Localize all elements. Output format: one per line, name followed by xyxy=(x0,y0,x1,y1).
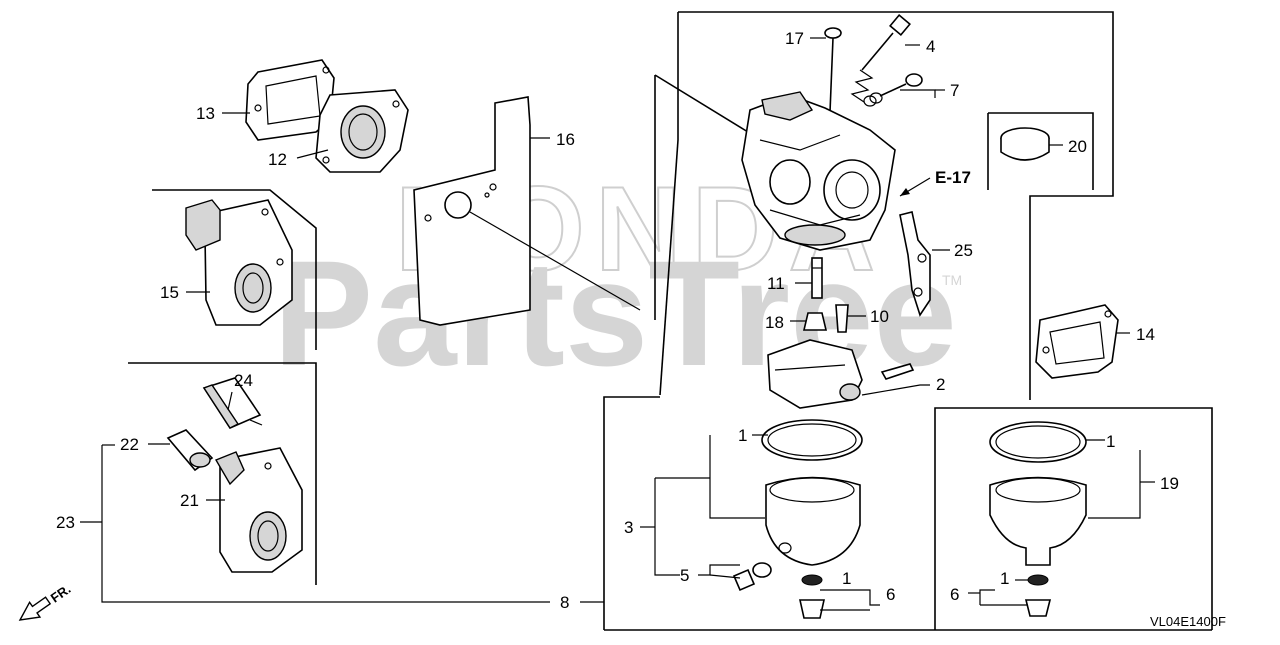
part-7-screw xyxy=(863,73,923,107)
carburetor-body xyxy=(741,91,896,251)
callout-18: 18 xyxy=(765,313,784,332)
callout-labels: 13 12 16 15 24 22 21 23 8 17 4 7 E-17 20… xyxy=(56,29,1179,612)
callout-12: 12 xyxy=(268,150,287,169)
part-20-cap xyxy=(1000,127,1050,161)
part-24-filter xyxy=(202,377,263,430)
callout-7: 7 xyxy=(950,81,959,100)
part-18-jet xyxy=(802,312,828,331)
callout-4: 4 xyxy=(926,37,935,56)
callout-22: 22 xyxy=(120,435,139,454)
callout-15: 15 xyxy=(160,283,179,302)
part-2-float xyxy=(767,339,915,409)
part-25-choke xyxy=(899,211,931,317)
callout-3: 3 xyxy=(624,518,633,537)
callout-17: 17 xyxy=(785,29,804,48)
callout-20: 20 xyxy=(1068,137,1087,156)
part-22-fitting xyxy=(166,429,214,472)
part-16-plate xyxy=(413,96,641,326)
callout-24: 24 xyxy=(234,371,253,390)
callout-23: 23 xyxy=(56,513,75,532)
part-12-insulator xyxy=(315,89,409,173)
callout-13: 13 xyxy=(196,104,215,123)
reference-label: E-17 xyxy=(935,168,971,187)
callout-1-bolt-left: 1 xyxy=(842,569,851,588)
callout-14: 14 xyxy=(1136,325,1155,344)
part-14-gasket xyxy=(1035,304,1119,379)
diagram-code: VL04E1400F xyxy=(1150,614,1226,629)
leader-lines xyxy=(80,37,1155,611)
right-bowl-assembly xyxy=(989,421,1087,617)
callout-19: 19 xyxy=(1160,474,1179,493)
callout-16: 16 xyxy=(556,130,575,149)
front-direction-indicator: FR. xyxy=(18,581,74,621)
callout-6-right: 6 xyxy=(950,585,959,604)
callout-1-left: 1 xyxy=(738,426,747,445)
part-15-insulator xyxy=(185,199,293,326)
callout-11: 11 xyxy=(767,274,785,293)
part-21-body xyxy=(214,447,303,573)
callout-5: 5 xyxy=(680,566,689,585)
callout-25: 25 xyxy=(954,241,973,260)
callout-6-left: 6 xyxy=(886,585,895,604)
group-borders xyxy=(128,11,1213,631)
part-10-jet xyxy=(835,304,849,333)
callout-10: 10 xyxy=(870,307,889,326)
fr-label: FR. xyxy=(48,581,74,605)
callout-1-right: 1 xyxy=(1106,432,1115,451)
part-4-pilot-screw xyxy=(850,14,911,103)
callout-2: 2 xyxy=(936,375,945,394)
part-11-jet xyxy=(811,257,823,299)
watermark-tm: TM xyxy=(942,272,962,288)
callout-8: 8 xyxy=(560,593,569,612)
part-17-screw xyxy=(824,27,842,113)
callout-21: 21 xyxy=(180,491,199,510)
left-bowl-assembly xyxy=(732,419,863,619)
callout-1-bolt-right: 1 xyxy=(1000,569,1009,588)
